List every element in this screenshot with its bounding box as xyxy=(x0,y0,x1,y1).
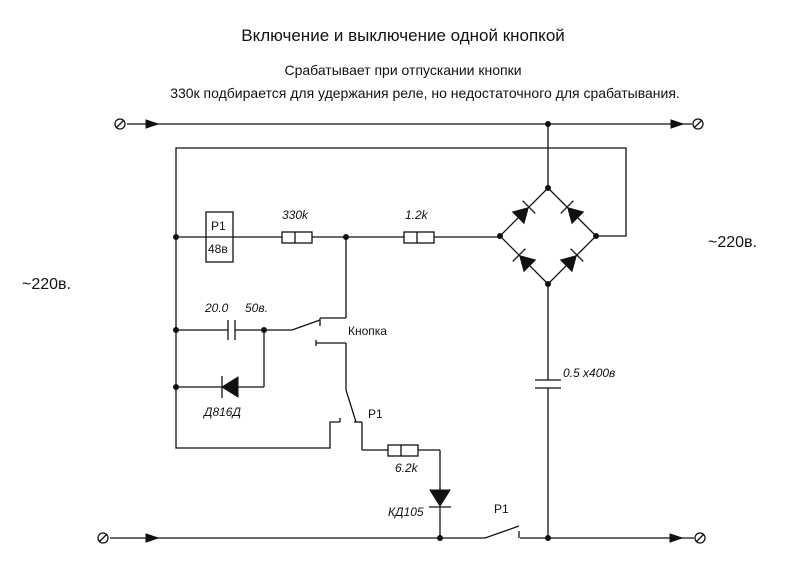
bridge-diode-icon xyxy=(512,248,537,273)
bridge-diode-icon xyxy=(511,200,536,225)
relay-contact-p1-bottom: Р1 xyxy=(484,502,520,539)
diode-kd105-label: КД105 xyxy=(388,505,424,519)
relay-contact-p1-middle: Р1 xyxy=(339,343,383,450)
diagram-note: 330к подбирается для удержания реле, но … xyxy=(170,85,680,101)
relay-voltage-label: 48в xyxy=(208,242,228,256)
zener-diode: Д816Д xyxy=(176,330,265,419)
capacitor-20uf: 20.0 50в. xyxy=(176,301,292,340)
resistor-1-2k-label: 1.2k xyxy=(405,208,429,222)
resistor-330k: 330k xyxy=(281,208,313,244)
diode-kd105: КД105 xyxy=(388,450,451,538)
capacitor-20-voltage-label: 50в. xyxy=(245,301,268,315)
capacitor-0-5uf: 0.5 х400в xyxy=(535,284,615,538)
bridge-rectifier xyxy=(497,124,599,287)
contact-p1-bottom-label: Р1 xyxy=(494,502,509,516)
mains-right-label: ~220в. xyxy=(708,234,757,251)
relay-label: Р1 xyxy=(211,219,226,233)
push-button: Кнопка xyxy=(291,237,387,346)
arrow-right-icon xyxy=(670,119,685,129)
button-label: Кнопка xyxy=(348,324,387,338)
arrow-right-icon xyxy=(669,533,684,543)
resistor-6-2k-label: 6.2k xyxy=(395,461,419,475)
bridge-diode-icon xyxy=(560,200,585,225)
bottom-mains-rail xyxy=(97,532,706,544)
resistor-330k-label: 330k xyxy=(282,208,309,222)
diagram-subtitle: Срабатывает при отпускании кнопки xyxy=(284,62,521,78)
capacitor-20-label: 20.0 xyxy=(204,301,229,315)
bridge-diode-icon xyxy=(559,248,584,273)
top-mains-rail xyxy=(114,118,704,130)
zener-label: Д816Д xyxy=(202,405,241,419)
arrow-right-icon xyxy=(145,119,160,129)
diagram-title: Включение и выключение одной кнопкой xyxy=(241,26,565,45)
resistor-6-2k: 6.2k xyxy=(362,444,440,475)
contact-p1-middle-label: Р1 xyxy=(368,407,383,421)
resistor-1-2k: 1.2k xyxy=(403,208,435,244)
capacitor-0-5-label: 0.5 х400в xyxy=(563,366,615,380)
arrow-right-icon xyxy=(145,533,160,543)
relay-coil-p1: Р1 48в xyxy=(205,211,234,263)
mains-left-label: ~220в. xyxy=(22,276,71,293)
outer-loop-wiring xyxy=(173,147,627,449)
